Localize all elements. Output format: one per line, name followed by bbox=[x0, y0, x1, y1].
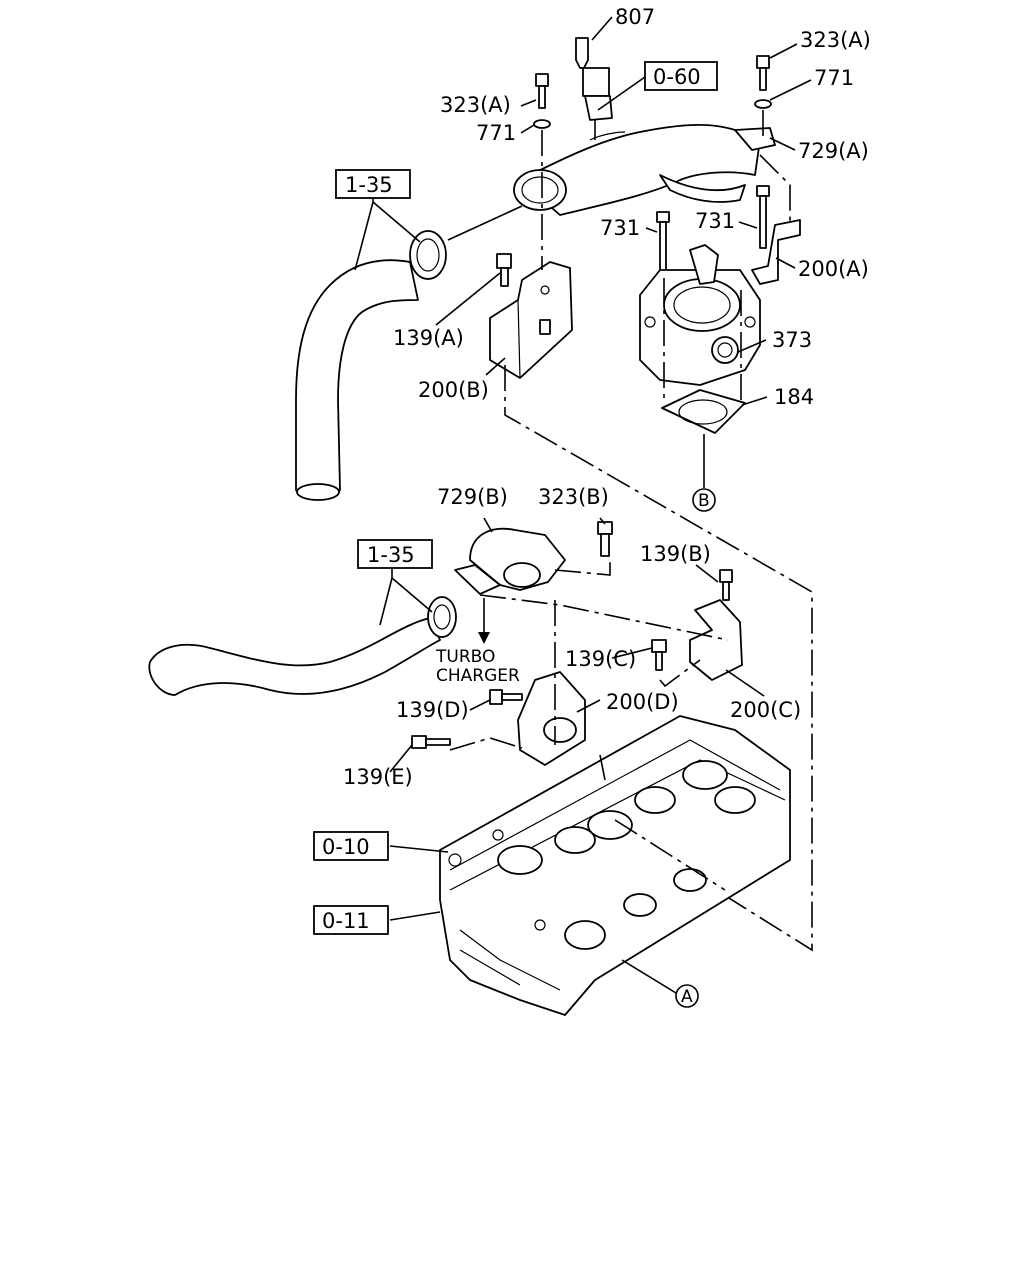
label-184: 184 bbox=[774, 385, 814, 409]
label-729b: 729(B) bbox=[437, 485, 508, 509]
label-807: 807 bbox=[615, 5, 655, 29]
cylinder-head bbox=[439, 715, 791, 1016]
bolt-139d bbox=[489, 689, 523, 705]
label-731-left: 731 bbox=[600, 216, 640, 240]
bolt-323b bbox=[597, 521, 613, 557]
bracket-200d bbox=[517, 671, 586, 766]
ref-letter-a: A bbox=[681, 987, 693, 1007]
label-200b: 200(B) bbox=[418, 378, 489, 402]
gasket-184 bbox=[661, 389, 746, 434]
ref-circle-a bbox=[675, 984, 699, 1008]
label-200d: 200(D) bbox=[606, 690, 679, 714]
elbow-729b bbox=[454, 527, 566, 595]
bolt-139e bbox=[411, 735, 451, 749]
bolt-323a-left bbox=[533, 73, 551, 129]
label-139c: 139(C) bbox=[565, 647, 636, 671]
bolt-139c bbox=[651, 639, 667, 671]
bolt-731-left bbox=[656, 211, 670, 273]
label-731-right: 731 bbox=[695, 209, 735, 233]
ref-circle-b bbox=[692, 488, 716, 512]
label-139e: 139(E) bbox=[343, 765, 413, 789]
hose-upper bbox=[295, 230, 447, 501]
label-139d: 139(D) bbox=[396, 698, 469, 722]
label-771-left: 771 bbox=[476, 121, 516, 145]
bolt-323a-right bbox=[754, 55, 772, 109]
label-323b: 323(B) bbox=[538, 485, 609, 509]
label-charger: CHARGER bbox=[436, 666, 520, 686]
label-200c: 200(C) bbox=[730, 698, 801, 722]
ref-box-0-10 bbox=[313, 831, 389, 861]
bracket-200b bbox=[489, 261, 573, 379]
throttle-body-373 bbox=[639, 244, 761, 386]
bracket-200c bbox=[689, 599, 743, 681]
label-729a: 729(A) bbox=[798, 139, 869, 163]
ref-box-0-60 bbox=[644, 61, 718, 91]
sensor-807 bbox=[575, 37, 613, 121]
ref-letter-b: B bbox=[698, 491, 710, 511]
label-200a: 200(A) bbox=[798, 257, 869, 281]
ref-box-0-11 bbox=[313, 905, 389, 935]
bolt-139b bbox=[719, 569, 733, 601]
label-0-11: 0-11 bbox=[322, 909, 370, 933]
label-139b: 139(B) bbox=[640, 542, 711, 566]
label-771-top: 771 bbox=[814, 66, 854, 90]
label-373: 373 bbox=[772, 328, 812, 352]
label-1-35-bottom: 1-35 bbox=[367, 543, 415, 567]
label-323a-top: 323(A) bbox=[800, 28, 871, 52]
bolt-731-right bbox=[756, 185, 770, 249]
bolt-139a bbox=[496, 253, 512, 287]
hose-lower bbox=[148, 596, 457, 696]
ref-box-1-35-top bbox=[335, 169, 411, 199]
label-turbo: TURBO bbox=[435, 647, 495, 667]
intake-duct-upper bbox=[513, 124, 776, 216]
label-139a: 139(A) bbox=[393, 326, 464, 350]
label-0-10: 0-10 bbox=[322, 835, 370, 859]
label-323a-left: 323(A) bbox=[440, 93, 511, 117]
bracket-200a bbox=[751, 219, 801, 285]
ref-box-1-35-bottom bbox=[357, 539, 433, 569]
label-0-60: 0-60 bbox=[653, 65, 701, 89]
label-1-35-top: 1-35 bbox=[345, 173, 393, 197]
